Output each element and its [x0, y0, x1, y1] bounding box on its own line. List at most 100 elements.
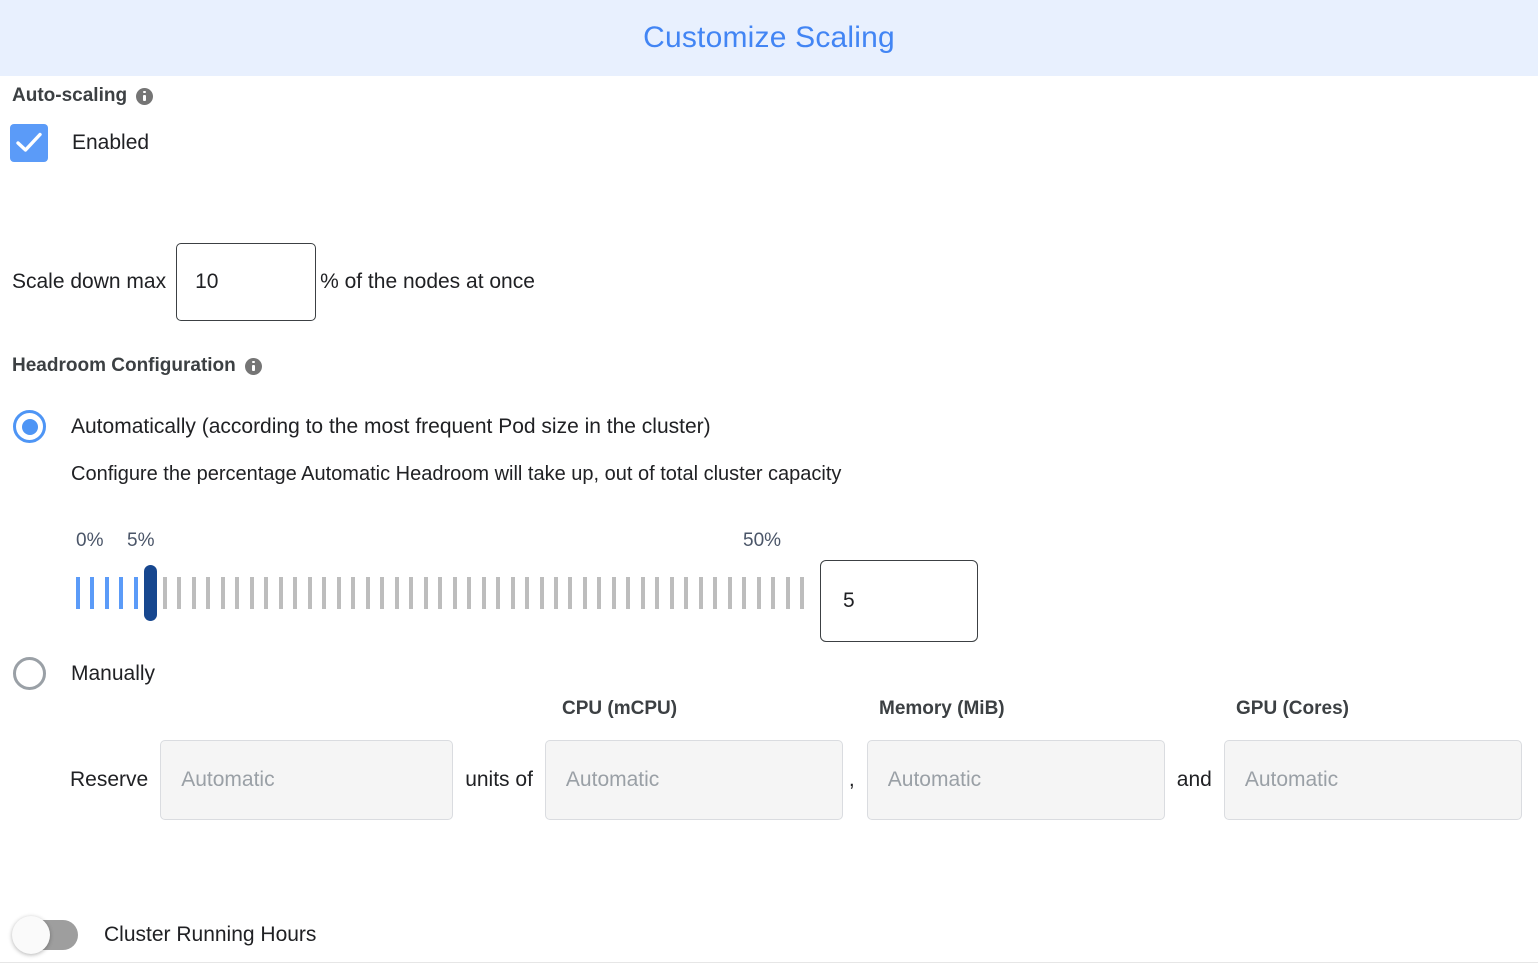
slider-tick	[394, 577, 399, 609]
cluster-running-hours-toggle[interactable]	[12, 916, 78, 954]
reserve-units-input[interactable]	[160, 740, 454, 820]
radio-automatic[interactable]	[13, 410, 46, 443]
slider-tick	[220, 577, 225, 609]
radio-automatic-label: Automatically (according to the most fre…	[71, 414, 711, 438]
headroom-option-automatic-row[interactable]: Automatically (according to the most fre…	[13, 410, 711, 443]
cluster-running-hours-row: Cluster Running Hours	[12, 916, 317, 954]
slider-max-label: 50%	[743, 530, 782, 551]
slider-tick	[162, 577, 167, 609]
check-icon	[16, 132, 42, 152]
scale-down-max-suffix: % of the nodes at once	[320, 270, 535, 293]
slider-tick	[655, 577, 660, 609]
slider-tick	[582, 577, 587, 609]
reserve-field-column-labels: CPU (mCPU) Memory (MiB) GPU (Cores)	[0, 698, 1538, 724]
headroom-automatic-description: Configure the percentage Automatic Headr…	[71, 463, 842, 485]
slider-tick	[452, 577, 457, 609]
slider-tick	[409, 577, 414, 609]
headroom-configuration-label-text: Headroom Configuration	[12, 355, 236, 376]
slider-tick	[235, 577, 240, 609]
slider-tick	[597, 577, 602, 609]
reserve-label: Reserve	[70, 768, 149, 791]
auto-scaling-enabled-row: Enabled	[10, 124, 149, 162]
slider-scale-labels: 0% 5% 50%	[0, 530, 1538, 558]
auto-scaling-enabled-label: Enabled	[72, 131, 150, 154]
slider-tick	[104, 577, 109, 609]
slider-tick	[351, 577, 356, 609]
slider-tick	[467, 577, 472, 609]
slider-tick	[800, 577, 805, 609]
slider-tick	[713, 577, 718, 609]
slider-tick	[206, 577, 211, 609]
headroom-percentage-slider-block: 0% 5% 50%	[0, 530, 1538, 642]
slider-tick	[756, 577, 761, 609]
slider-tick	[785, 577, 790, 609]
slider-tick	[525, 577, 530, 609]
slider-tick	[307, 577, 312, 609]
slider-tick	[771, 577, 776, 609]
info-icon[interactable]	[136, 87, 154, 105]
scale-down-max-row: Scale down max % of the nodes at once	[12, 243, 535, 321]
slider-tick	[249, 577, 254, 609]
slider-tick	[669, 577, 674, 609]
scale-down-max-label: Scale down max	[12, 270, 167, 293]
slider-tick	[481, 577, 486, 609]
slider-tick	[742, 577, 747, 609]
units-of-label: units of	[465, 768, 533, 791]
slider-tick	[322, 577, 327, 609]
reserve-gpu-input[interactable]	[1223, 740, 1522, 820]
toggle-knob	[12, 916, 50, 954]
slider-tick	[119, 577, 124, 609]
reserve-memory-input[interactable]	[866, 740, 1165, 820]
slider-tick	[626, 577, 631, 609]
headroom-option-manual-row[interactable]: Manually	[13, 657, 155, 690]
slider-tick	[365, 577, 370, 609]
headroom-configuration-section-label: Headroom Configuration	[12, 355, 262, 377]
cluster-running-hours-label: Cluster Running Hours	[104, 923, 317, 946]
slider-tick	[191, 577, 196, 609]
slider-tick	[264, 577, 269, 609]
headroom-percentage-input[interactable]	[820, 560, 978, 642]
auto-scaling-section-label: Auto-scaling	[12, 85, 154, 107]
slider-tick	[336, 577, 341, 609]
scale-down-max-input[interactable]	[176, 243, 317, 321]
slider-tick	[510, 577, 515, 609]
slider-tick	[423, 577, 428, 609]
headroom-slider-thumb[interactable]	[144, 565, 158, 621]
info-icon[interactable]	[244, 357, 262, 375]
slider-tick	[568, 577, 573, 609]
slider-current-label: 5%	[127, 530, 155, 551]
slider-tick	[496, 577, 501, 609]
slider-tick	[698, 577, 703, 609]
radio-manually[interactable]	[13, 657, 46, 690]
slider-tick	[90, 577, 95, 609]
slider-tick	[438, 577, 443, 609]
slider-tick	[133, 577, 138, 609]
slider-tick	[278, 577, 283, 609]
slider-tick	[177, 577, 182, 609]
slider-tick	[76, 577, 80, 609]
slider-tick	[539, 577, 544, 609]
bottom-divider	[0, 962, 1538, 963]
panel-header: Customize Scaling	[0, 0, 1538, 76]
radio-manually-label: Manually	[71, 661, 156, 685]
headroom-slider-track[interactable]	[76, 560, 805, 626]
slider-min-label: 0%	[76, 530, 104, 551]
and-label: and	[1176, 768, 1212, 791]
reserve-row: Reserve units of , and	[70, 740, 1522, 820]
column-label-gpu: GPU (Cores)	[1236, 698, 1349, 719]
reserve-cpu-input[interactable]	[544, 740, 843, 820]
auto-scaling-enabled-checkbox[interactable]	[10, 124, 48, 162]
slider-tick	[380, 577, 385, 609]
column-label-cpu: CPU (mCPU)	[562, 698, 678, 719]
auto-scaling-label-text: Auto-scaling	[12, 85, 128, 106]
slider-row	[0, 560, 978, 642]
slider-tick	[727, 577, 732, 609]
comma-separator: ,	[848, 768, 855, 791]
slider-tick	[684, 577, 689, 609]
slider-tick	[640, 577, 645, 609]
slider-tick	[293, 577, 298, 609]
slider-tick	[611, 577, 616, 609]
slider-tick	[553, 577, 558, 609]
page-title: Customize Scaling	[643, 21, 895, 54]
